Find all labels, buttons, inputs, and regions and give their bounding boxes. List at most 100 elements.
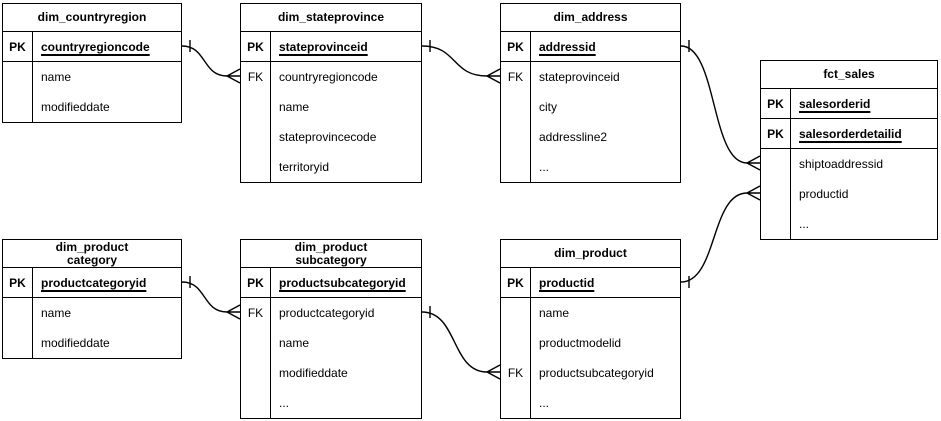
column-name: territoryid (279, 160, 330, 174)
column-name: countryregioncode (41, 39, 150, 54)
empty-key-badge (3, 328, 33, 358)
empty-key-badge (241, 358, 271, 388)
column-cell: salesorderid (791, 89, 937, 118)
column-row: name (241, 328, 421, 358)
empty-key-badge (241, 328, 271, 358)
entity-title: fct_sales (761, 61, 937, 89)
column-cell: name (531, 298, 680, 328)
column-name: name (279, 100, 310, 114)
empty-key-badge (241, 388, 271, 418)
column-row: stateprovincecode (241, 122, 421, 152)
relationship-line (421, 45, 488, 77)
crows-foot-icon (225, 304, 241, 320)
crows-foot-icon (225, 68, 241, 84)
column-name: addressline2 (539, 130, 608, 144)
column-cell: modifieddate (33, 328, 181, 358)
column-cell: stateprovinceid (271, 32, 421, 61)
relationship-dim-stateprovince-dim-address[interactable] (421, 40, 501, 84)
relationship-dim-productsubcategory-dim-product[interactable] (421, 306, 501, 380)
column-name: modifieddate (41, 336, 110, 350)
empty-key-badge (761, 179, 791, 209)
crows-foot-icon (485, 68, 501, 84)
column-name: name (41, 306, 72, 320)
column-name: stateprovincecode (279, 130, 377, 144)
column-row: territoryid (241, 152, 421, 182)
column-cell: ... (531, 152, 680, 182)
column-cell: countryregioncode (33, 32, 181, 61)
empty-key-badge (761, 149, 791, 179)
column-row: ... (241, 388, 421, 418)
column-name: stateprovinceid (279, 39, 368, 54)
column-name: modifieddate (279, 366, 348, 380)
column-name: salesorderdetailid (799, 126, 902, 141)
column-cell: city (531, 92, 680, 122)
column-cell: countryregioncode (271, 62, 421, 92)
empty-key-badge (501, 92, 531, 122)
relationship-line (181, 281, 228, 313)
entity-title: dim_countryregion (3, 4, 181, 32)
relationship-dim-address-fct-sales[interactable] (680, 40, 761, 171)
column-cell: addressline2 (531, 122, 680, 152)
column-cell: productsubcategoryid (531, 358, 680, 388)
column-row: productid (761, 179, 937, 209)
empty-key-badge (241, 152, 271, 182)
empty-key-badge (761, 209, 791, 239)
column-row: ... (501, 388, 680, 418)
relationship-dim-countryregion-dim-stateprovince[interactable] (181, 40, 241, 84)
column-row: productmodelid (501, 328, 680, 358)
fk-badge: FK (241, 62, 271, 92)
column-cell: territoryid (271, 152, 421, 182)
column-row: name (3, 298, 181, 328)
column-cell: stateprovincecode (271, 122, 421, 152)
key-row: PK countryregioncode (3, 32, 181, 62)
entity-title: dim_product category (3, 240, 181, 268)
pk-badge: PK (3, 32, 33, 61)
column-cell: stateprovinceid (531, 62, 680, 92)
column-name: productsubcategoryid (279, 275, 406, 290)
relationship-line (680, 192, 748, 283)
column-cell: ... (791, 209, 937, 239)
relationship-dim-product-fct-sales[interactable] (680, 185, 761, 288)
column-row: ... (501, 152, 680, 182)
column-name: productid (799, 187, 849, 201)
column-cell: shiptoaddressid (791, 149, 937, 179)
fk-badge: FK (501, 358, 531, 388)
column-cell: name (33, 298, 181, 328)
column-row: shiptoaddressid (761, 149, 937, 179)
column-name: name (41, 70, 72, 84)
empty-key-badge (241, 122, 271, 152)
column-cell: productid (531, 268, 680, 297)
column-name: shiptoaddressid (799, 157, 884, 171)
column-cell: productcategoryid (33, 268, 181, 297)
column-name: productmodelid (539, 336, 622, 350)
empty-key-badge (501, 122, 531, 152)
column-cell: productsubcategoryid (271, 268, 421, 297)
empty-key-badge (501, 388, 531, 418)
entity-title: dim_product (501, 240, 680, 268)
pk-badge: PK (501, 268, 531, 297)
column-cell: productmodelid (531, 328, 680, 358)
empty-key-badge (3, 92, 33, 122)
relationship-line (421, 311, 488, 373)
pk-badge: PK (241, 32, 271, 61)
relationship-dim-productcategory-dim-productsubcategory[interactable] (181, 276, 241, 320)
column-cell: productid (791, 179, 937, 209)
column-name: salesorderid (799, 96, 871, 111)
empty-key-badge (501, 328, 531, 358)
relationship-line (181, 45, 228, 77)
column-cell: name (271, 328, 421, 358)
column-cell: salesorderdetailid (791, 119, 937, 148)
